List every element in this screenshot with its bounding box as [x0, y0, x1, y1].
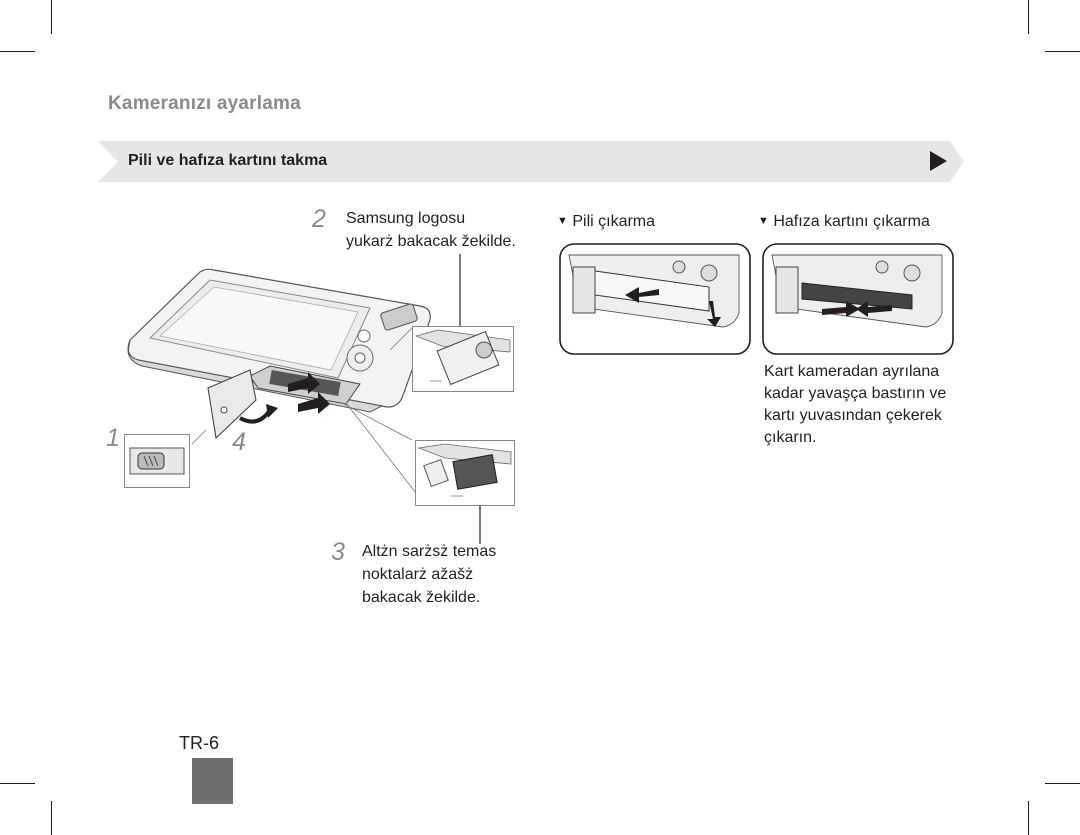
card-removal-illustration — [762, 243, 954, 355]
step-1-number: 1 — [106, 424, 120, 452]
crop-mark-tr-h — [1045, 51, 1080, 52]
camera-illustration — [127, 268, 431, 494]
crop-mark-tr-v — [1028, 0, 1029, 34]
crop-mark-bl-v — [51, 801, 52, 835]
step-2-number: 2 — [312, 205, 326, 233]
crop-mark-bl-h — [0, 783, 35, 784]
step-4-number: 4 — [232, 428, 246, 456]
battery-removal-illustration — [559, 243, 751, 355]
card-removal-desc-4: çıkarın. — [764, 429, 817, 446]
step-2-text-2: yukarż bakacak žekilde. — [346, 233, 516, 250]
crop-mark-tl-v — [51, 0, 52, 34]
page-edge-tab — [192, 758, 233, 804]
section-banner — [98, 141, 964, 182]
battery-inset-illustration — [412, 326, 514, 392]
step-3-text-1: Altżn sarżsż temas — [362, 543, 497, 560]
page-number: TR-6 — [179, 733, 219, 753]
card-removal-desc-3: kartı yuvasından çekerek — [764, 407, 942, 424]
battery-removal-text: Pili çıkarma — [572, 213, 656, 230]
step-2-text-1: Samsung logosu — [346, 210, 466, 227]
lock-switch-inset-illustration — [124, 434, 190, 488]
step-3-text-3: bakacak žekilde. — [362, 589, 481, 606]
step-3-text-2: noktalarż ažašż — [362, 566, 474, 583]
banner-label: Pili ve hafıza kartını takma — [128, 152, 328, 169]
battery-removal-label: ▼ Pili çıkarma — [557, 210, 655, 233]
card-removal-desc-2: kadar yavaşça bastırın ve — [764, 385, 947, 402]
card-removal-label: ▼ Hafıza kartını çıkarma — [758, 210, 930, 233]
card-removal-text: Hafıza kartını çıkarma — [773, 213, 930, 230]
bullet-triangle-icon: ▼ — [557, 215, 568, 227]
bullet-triangle-icon: ▼ — [758, 215, 769, 227]
section-title: Kameranızı ayarlama — [108, 93, 301, 114]
card-removal-desc-1: Kart kameradan ayrılana — [764, 363, 940, 380]
crop-mark-br-h — [1045, 783, 1080, 784]
next-arrow-icon[interactable] — [930, 151, 948, 171]
step-3-number: 3 — [331, 538, 345, 566]
crop-mark-tl-h — [0, 51, 35, 52]
card-inset-illustration — [415, 440, 515, 506]
crop-mark-br-v — [1028, 801, 1029, 835]
